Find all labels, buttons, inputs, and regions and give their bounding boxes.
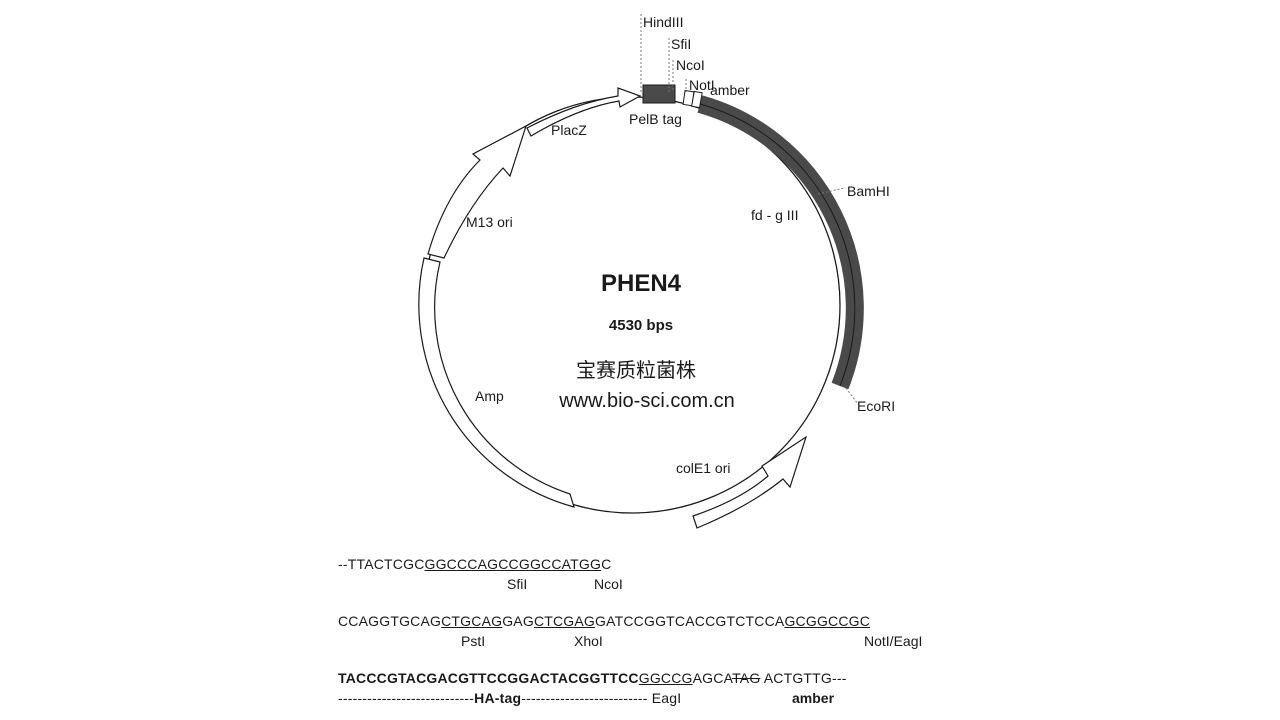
label-cole1: colE1 ori [676,460,730,476]
sequence-line-3: TACCCGTACGACGTTCCGGACTACGGTTCCGGCCGAGCAT… [338,670,847,686]
sequence-line-4: ----------------------------HA-tag------… [338,690,682,706]
sequence-line-1: --TTACTCGCGGCCCAGCCGGCCATGGC [338,556,612,572]
site-label-noti-eagi: NotI/EagI [864,633,923,649]
amp-feature [418,257,575,508]
label-hindiii: HindIII [643,14,683,30]
sequence-line-2: CCAGGTGCAGCTGCAGGAGCTCGAGGATCCGGTCACCGTC… [338,613,871,629]
label-pelb: PelB tag [629,111,682,127]
label-ncoi: NcoI [676,57,705,73]
plasmid-map: HindIII SfiI NcoI NotI amber PelB tag Pl… [418,14,895,529]
pelb-feature [642,84,676,104]
site-label-xhoi: XhoI [574,633,603,649]
label-amber: amber [710,82,750,98]
watermark-cn: 宝赛质粒菌株 [576,359,696,382]
plasmid-size: 4530 bps [609,317,673,334]
site-label-ncoi: NcoI [594,576,623,592]
watermark-url: www.bio-sci.com.cn [558,390,735,412]
label-placz: PlacZ [551,122,587,138]
label-amp: Amp [475,388,504,404]
label-ecori: EcoRI [857,398,895,414]
label-noti: NotI [689,77,715,93]
site-label-psti: PstI [461,633,486,649]
cole1-ori-feature [692,435,808,529]
ha-tag-label: HA-tag [474,690,522,706]
m13-ori-feature [427,124,528,259]
placz-feature [526,87,642,137]
plasmid-name: PHEN4 [601,270,682,297]
site-label-amber: amber [792,690,835,706]
label-bamhi: BamHI [847,183,890,199]
label-m13: M13 ori [466,214,513,230]
amber-site-box [691,90,703,109]
site-leader-lines [640,14,859,405]
label-sfii: SfiI [671,36,691,52]
site-label-sfii: SfiI [507,576,528,592]
label-fdg3: fd - g III [751,207,798,223]
